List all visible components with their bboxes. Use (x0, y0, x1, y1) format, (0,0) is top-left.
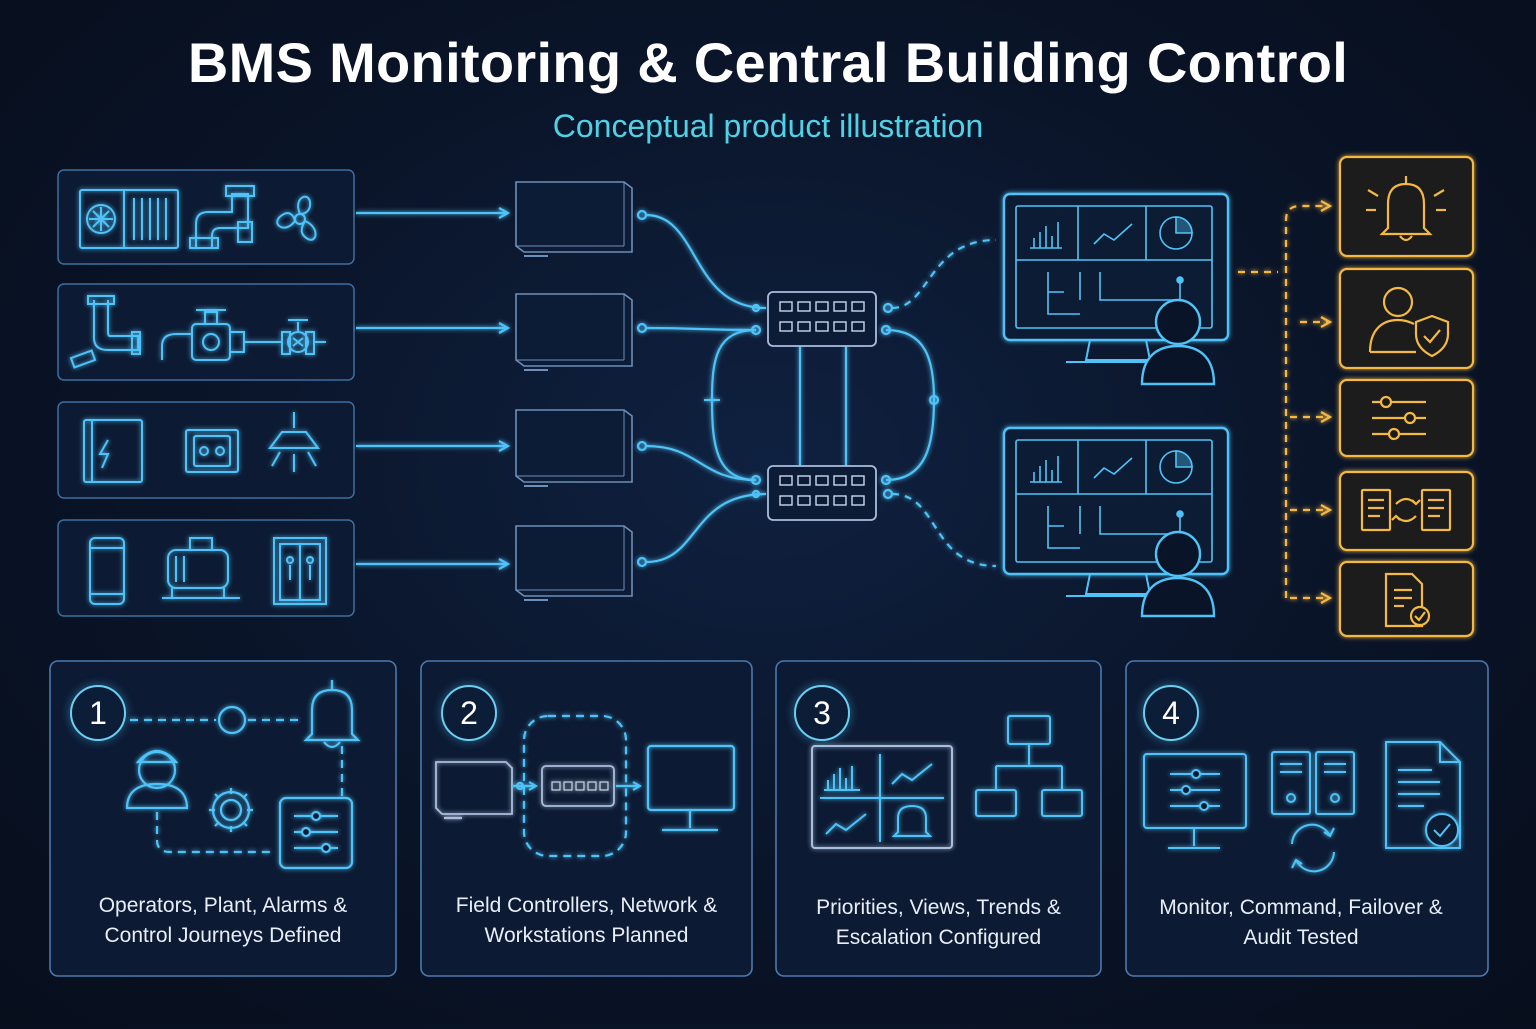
pipe-elbow-icon (69, 295, 141, 369)
field-controllers (515, 181, 633, 601)
output-alarm (1338, 155, 1475, 258)
network-switch-top (767, 291, 877, 347)
page-title: BMS Monitoring & Central Building Contro… (187, 31, 1349, 94)
ceiling-light-icon (268, 412, 320, 472)
step-number-2: 2 (441, 685, 497, 741)
step3-dashboard-icon (811, 745, 953, 849)
step-caption-4-line1: Monitor, Command, Failover & (1159, 896, 1443, 919)
switch-workstation-links (882, 238, 997, 568)
power-outlet-icon (185, 429, 239, 473)
step-panel-2 (420, 660, 753, 977)
equipment-row-plant (57, 519, 355, 617)
electrical-panel-icon (83, 419, 143, 483)
equipment-row-plumbing (57, 283, 355, 381)
equipment-row-electrical (57, 401, 355, 499)
step-panel-1 (49, 660, 397, 977)
workstation-bottom (1002, 426, 1230, 618)
step1-operator-icon (125, 749, 189, 810)
equipment-to-controller-arrows (356, 213, 508, 564)
step3-hierarchy-icon (975, 715, 1083, 817)
alarm-bell-icon (1366, 176, 1446, 242)
step1-bell-icon (303, 680, 361, 749)
fan-icon (276, 195, 317, 241)
pump-valve-icon (161, 309, 282, 361)
controller-3 (515, 409, 633, 487)
valve-icon (281, 319, 326, 355)
equipment-row-hvac (57, 169, 355, 265)
step4-failover-sync-icon (1291, 823, 1335, 873)
tank-icon (89, 537, 125, 605)
duct-pipe-icon (189, 185, 255, 249)
generator-icon (162, 537, 240, 599)
controller-4 (515, 525, 633, 601)
step-number-3: 3 (794, 685, 850, 741)
step4-audit-document-icon (1385, 741, 1461, 849)
step-caption-1: Operators, Plant, Alarms & Control Journ… (50, 891, 396, 951)
output-settings (1338, 378, 1475, 458)
controller-network-links (636, 209, 940, 568)
step-caption-1-line2: Control Journeys Defined (104, 924, 342, 947)
step4-servers-icon (1271, 751, 1355, 815)
step-caption-4-line2: Audit Tested (1243, 926, 1359, 949)
output-sync (1338, 470, 1475, 552)
step-caption-2-line1: Field Controllers, Network & (455, 894, 718, 917)
operator-avatar-bottom (1140, 530, 1216, 618)
step-panel-4 (1125, 660, 1489, 977)
step2-controller-icon (435, 761, 513, 820)
step1-gear-icon (209, 788, 253, 832)
user-shield-icon (1368, 286, 1450, 358)
document-sync-icon (1360, 488, 1452, 532)
page-subtitle: Conceptual product illustration (552, 108, 984, 144)
step-panel-3 (775, 660, 1102, 977)
controller-1 (515, 181, 633, 257)
sliders-icon (1372, 395, 1426, 441)
network-switch-bottom (767, 465, 877, 521)
output-report (1338, 560, 1475, 638)
controller-2 (515, 293, 633, 371)
report-check-icon (1384, 572, 1431, 628)
operator-avatar-top (1140, 298, 1216, 386)
step-number-1: 1 (70, 685, 126, 741)
step4-monitor-icon (1143, 753, 1247, 849)
air-handling-unit-icon (79, 189, 179, 249)
output-access (1338, 267, 1475, 370)
step-caption-4: Monitor, Command, Failover & Audit Teste… (1126, 893, 1476, 953)
step2-workstation-icon (646, 744, 736, 832)
step-caption-3-line2: Escalation Configured (835, 926, 1042, 949)
step-caption-2: Field Controllers, Network & Workstation… (421, 891, 752, 951)
step-caption-3: Priorities, Views, Trends & Escalation C… (776, 893, 1101, 953)
workstation-top (1002, 192, 1230, 386)
step1-control-panel-icon (278, 796, 354, 870)
escalation-links (1238, 206, 1330, 598)
step-caption-3-line1: Priorities, Views, Trends & (816, 896, 1061, 919)
step-number-4: 4 (1143, 685, 1199, 741)
step-caption-1-line1: Operators, Plant, Alarms & (98, 894, 348, 917)
step-caption-2-line2: Workstations Planned (484, 924, 689, 947)
elevator-icon (273, 537, 327, 605)
step2-switch-icon (541, 765, 615, 807)
